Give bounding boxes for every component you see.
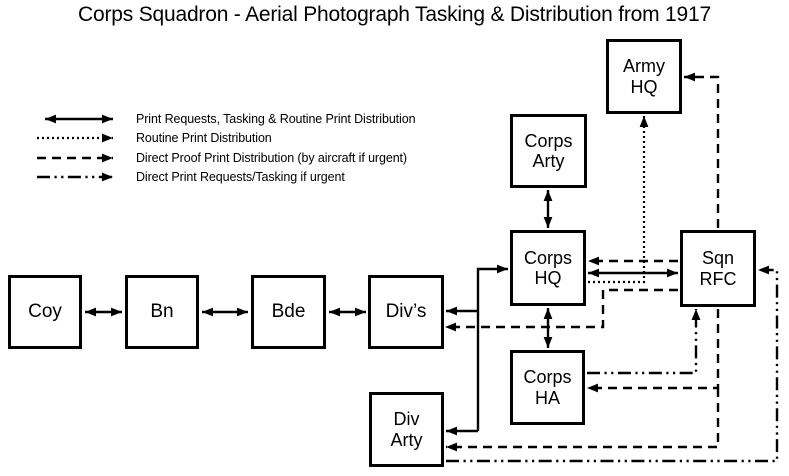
legend-item-dashdot: Direct Print Requests/Tasking if urgent <box>33 169 415 185</box>
node-corps-hq-label: Corps HQ <box>523 247 572 288</box>
node-div-arty-label: Div Arty <box>390 409 423 450</box>
node-divs: Div’s <box>368 275 444 349</box>
node-corps-ha: Corps HA <box>510 350 585 425</box>
edge-corps-ha-sqn-rfc-dashdot <box>587 309 701 375</box>
legend-label-solid: Print Requests, Tasking & Routine Print … <box>136 112 416 127</box>
edge-corps-hq-army-hq-dotted <box>588 116 649 284</box>
legend-item-dotted: Routine Print Distribution <box>33 130 415 146</box>
node-coy-label: Coy <box>28 301 62 323</box>
node-sqn-rfc: Sqn RFC <box>680 230 756 307</box>
node-corps-hq: Corps HQ <box>510 230 586 306</box>
node-army-hq-label: Army HQ <box>623 56 665 97</box>
solid-double-arrow-icon <box>45 114 113 124</box>
node-bde-label: Bde <box>271 301 306 323</box>
node-div-arty: Div Arty <box>369 392 444 467</box>
node-bn: Bn <box>125 275 199 349</box>
node-army-hq: Army HQ <box>606 39 682 114</box>
dash-dot-dot-arrow-icon <box>37 172 113 182</box>
dashed-arrow-icon <box>37 153 113 163</box>
dotted-arrow-icon <box>37 134 113 143</box>
legend-label-dashed: Direct Proof Print Distribution (by airc… <box>136 150 407 165</box>
edge-junction-corps-hq <box>476 264 508 431</box>
node-corps-arty-label: Corps Arty <box>524 130 573 171</box>
node-coy: Coy <box>8 275 82 349</box>
node-divs-label: Div’s <box>385 301 427 323</box>
legend-item-solid: Print Requests, Tasking & Routine Print … <box>33 111 416 127</box>
node-sqn-rfc-label: Sqn RFC <box>699 248 737 289</box>
legend-item-dashed: Direct Proof Print Distribution (by airc… <box>33 150 415 166</box>
edge-sqn-rfc-army-hq-dashed <box>684 72 720 228</box>
diagram-title: Corps Squadron - Aerial Photograph Taski… <box>78 3 711 26</box>
legend: Print Requests, Tasking & Routine Print … <box>33 111 416 185</box>
node-corps-ha-label: Corps HA <box>523 367 572 408</box>
legend-label-dashdot: Direct Print Requests/Tasking if urgent <box>136 170 345 185</box>
legend-label-dotted: Routine Print Distribution <box>136 131 272 146</box>
node-bde: Bde <box>251 275 326 349</box>
node-bn-label: Bn <box>150 301 174 323</box>
edge-sqn-rfc-corps-ha-dashed <box>587 309 720 393</box>
node-corps-arty: Corps Arty <box>510 114 587 188</box>
